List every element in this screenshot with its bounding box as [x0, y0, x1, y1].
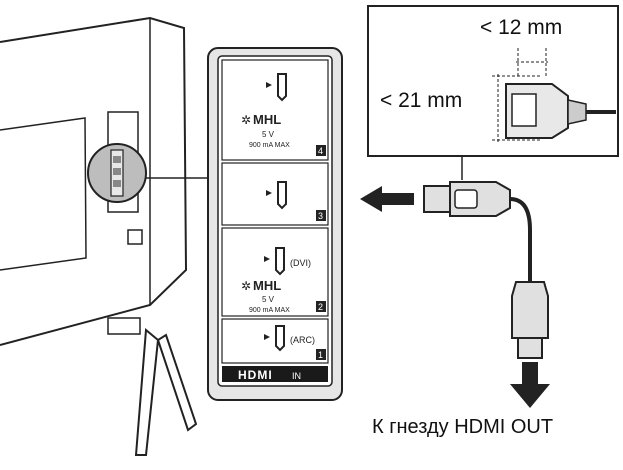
- hdmi-socket-icon: [277, 73, 287, 102]
- hdmi-port-2[interactable]: (DVI) ✲ MHL 5 V 900 mA MAX 2: [221, 227, 329, 317]
- cable-destination-caption: К гнезду HDMI OUT: [372, 416, 554, 438]
- mhl-logo: MHL: [253, 278, 281, 293]
- port-number: 4: [318, 146, 323, 156]
- hdmi-port-3[interactable]: 3: [221, 162, 329, 226]
- voltage-label: 5 V: [262, 130, 275, 139]
- hdmi-port-4[interactable]: MHL ✲ 5 V 900 mA MAX 4: [221, 59, 329, 161]
- hdmi-plug-horizontal: [423, 181, 511, 217]
- port-tag: (DVI): [290, 258, 311, 268]
- hdmi-port-1[interactable]: (ARC) 1: [221, 318, 329, 364]
- hdmi-socket-icon: [275, 325, 285, 352]
- port-arrow-icon: [264, 334, 270, 340]
- connector-width-label: < 12 mm: [480, 16, 563, 39]
- hdmi-logo: HDMI: [238, 368, 273, 382]
- port-arrow-icon: [266, 82, 272, 88]
- mhl-logo: MHL: [253, 112, 281, 127]
- mhl-star-icon: ✲: [241, 279, 251, 293]
- insert-arrow-icon: [360, 186, 414, 212]
- zoom-circle: [87, 143, 147, 203]
- connector-detail-box: [367, 5, 619, 180]
- port-arrow-icon: [266, 190, 272, 196]
- port-tag: (ARC): [290, 335, 315, 345]
- port-number: 2: [318, 302, 323, 312]
- current-label: 900 mA MAX: [249, 142, 290, 149]
- hdmi-socket-icon: [275, 247, 285, 276]
- connector-height-label: < 21 mm: [380, 89, 463, 112]
- mhl-star-icon: ✲: [241, 113, 251, 127]
- hdmi-in-label: IN: [292, 371, 301, 381]
- port-arrow-icon: [264, 256, 270, 262]
- hdmi-cable: [509, 197, 532, 282]
- current-label: 900 mA MAX: [249, 307, 290, 314]
- hdmi-plug-vertical: [511, 281, 549, 359]
- down-arrow-icon: [510, 362, 550, 408]
- port-number: 1: [318, 350, 323, 360]
- tv-stand: [134, 327, 198, 456]
- hdmi-in-footer: HDMI IN: [222, 366, 328, 382]
- hdmi-port-panel: MHL ✲ 5 V 900 mA MAX 4 3 (DVI): [207, 47, 343, 401]
- port-number: 3: [318, 211, 323, 221]
- voltage-label: 5 V: [262, 295, 275, 304]
- hdmi-socket-icon: [277, 181, 287, 210]
